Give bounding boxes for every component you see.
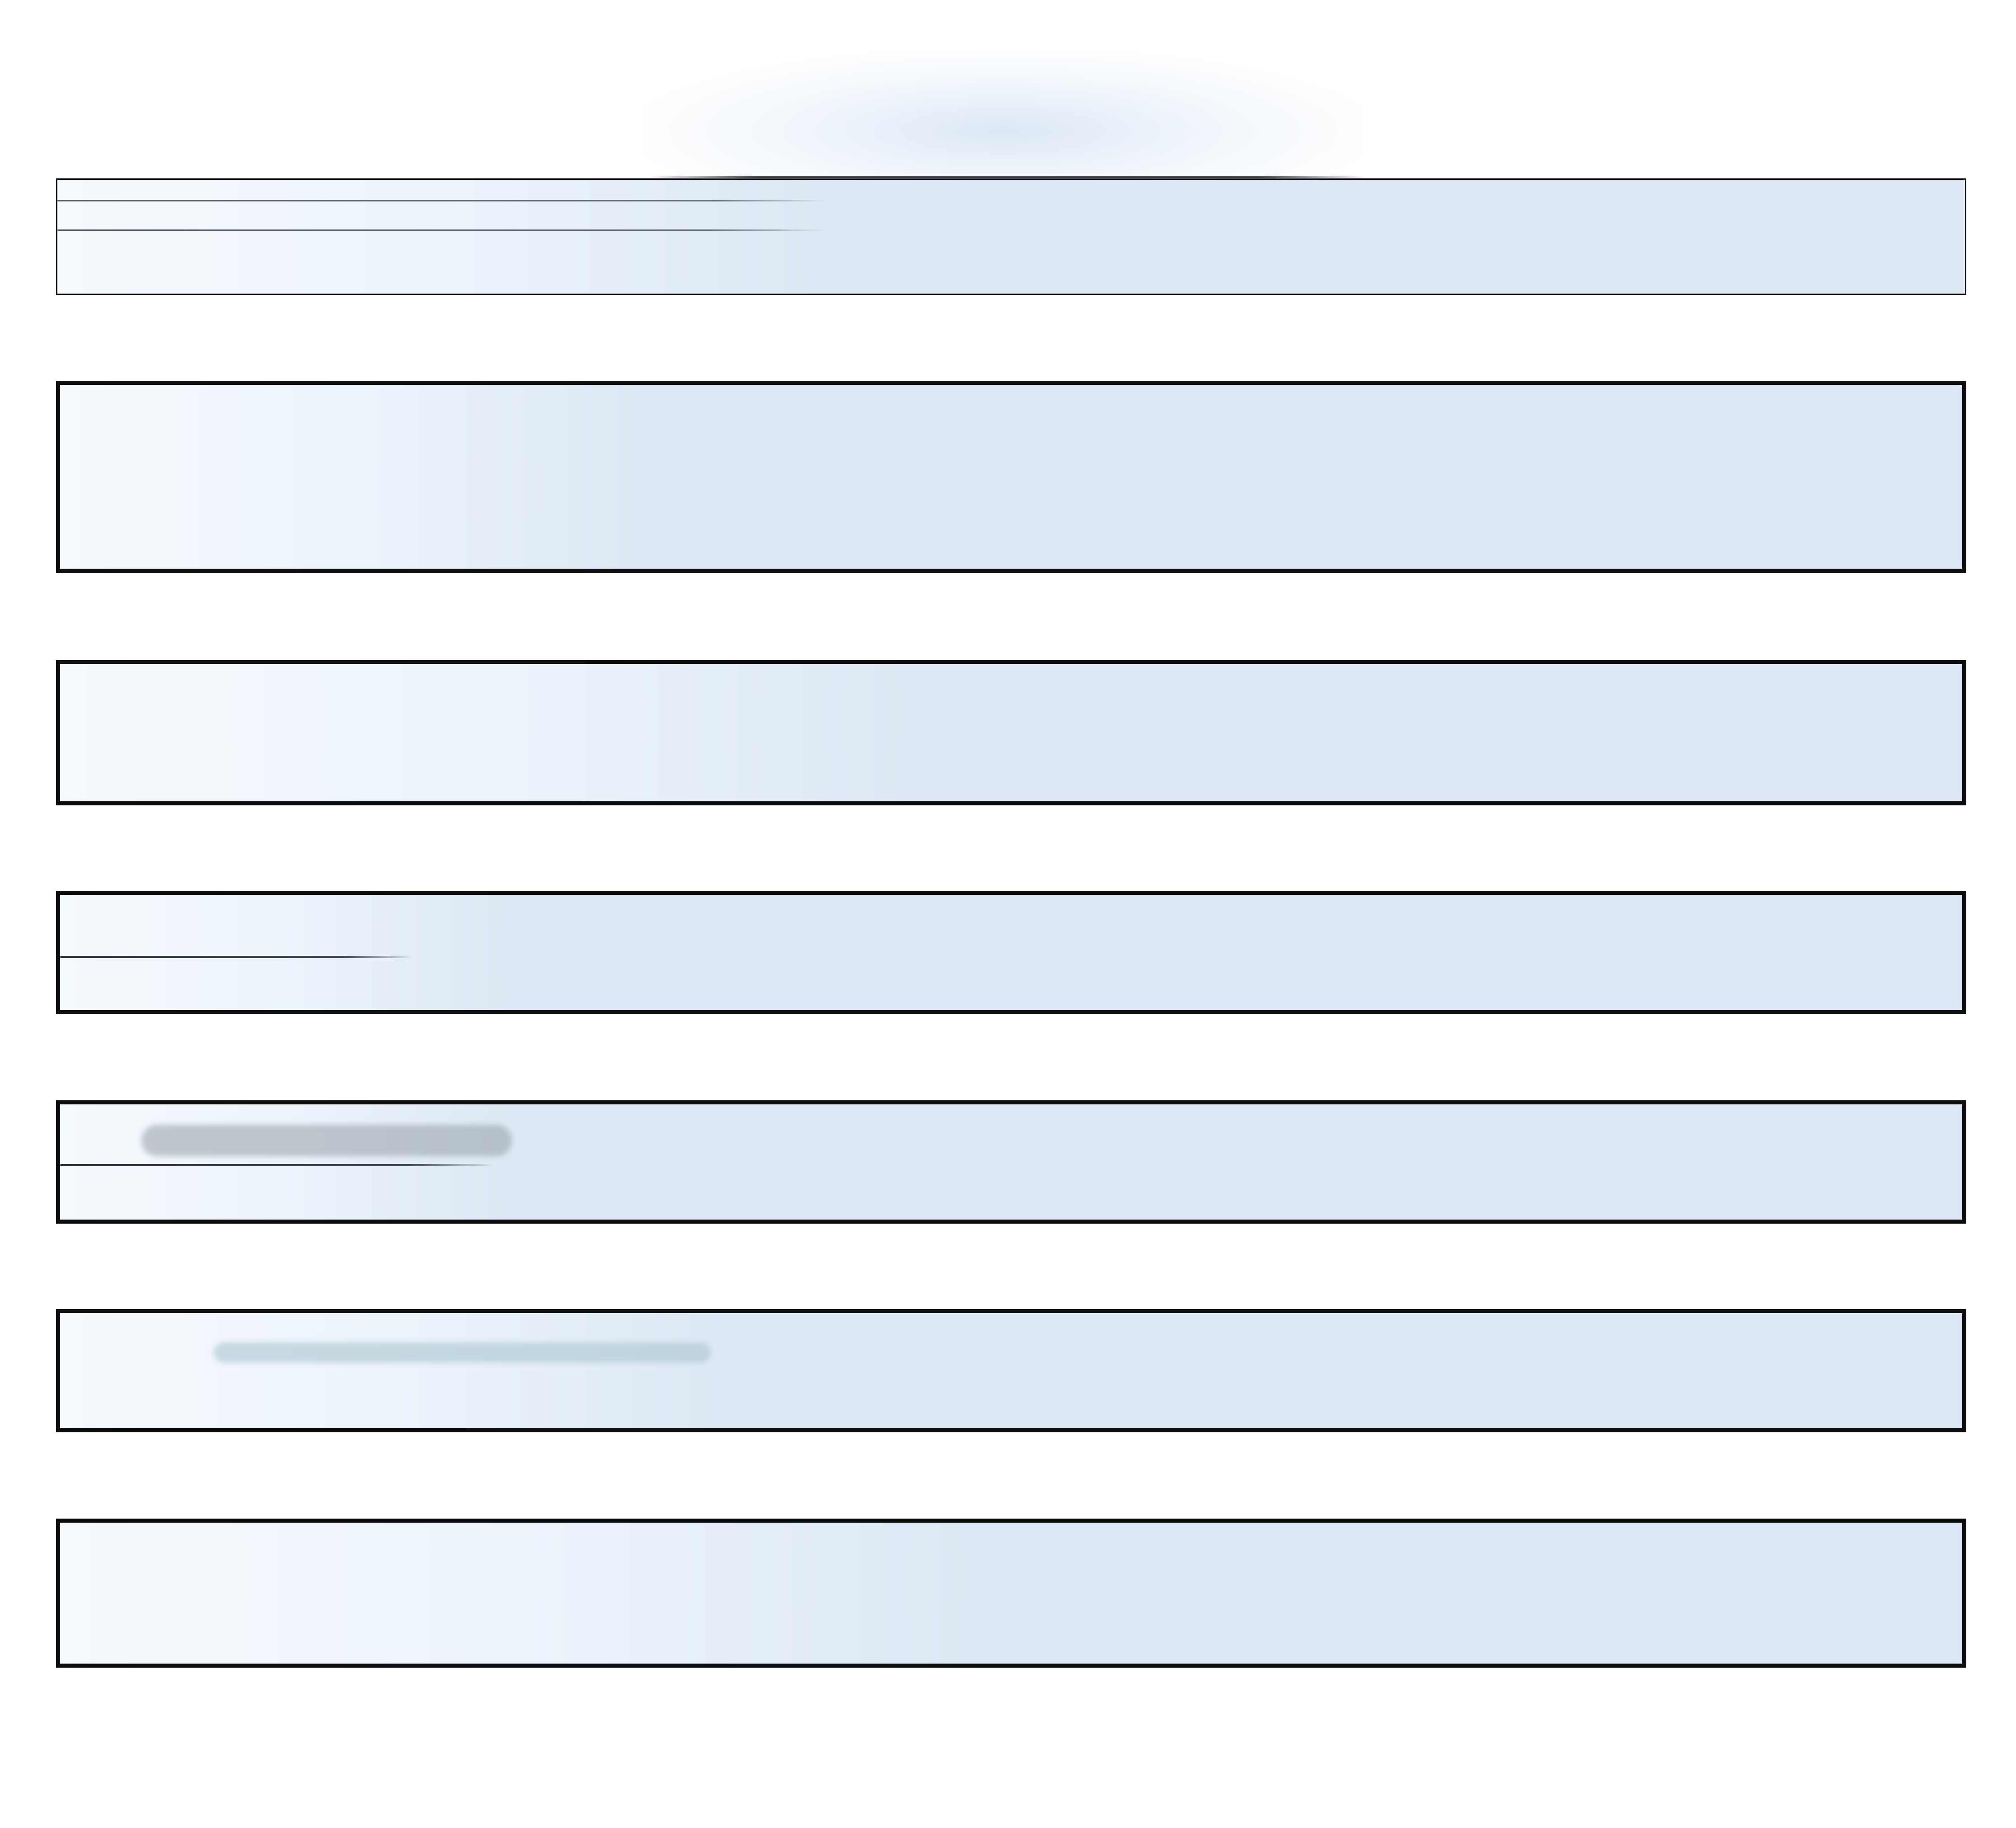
bar-1-highlight bbox=[57, 180, 825, 294]
bar-6-smudge bbox=[214, 1342, 711, 1363]
bar-4-stroke bbox=[60, 956, 413, 958]
bar-2-highlight bbox=[60, 385, 647, 569]
bar-1-line-lower bbox=[57, 229, 825, 231]
bar-5-highlight bbox=[60, 1104, 512, 1220]
input-bar-2[interactable] bbox=[56, 381, 1966, 573]
input-bar-4[interactable] bbox=[56, 891, 1966, 1014]
bar-1-line-upper bbox=[57, 200, 825, 201]
input-bar-7[interactable] bbox=[56, 1519, 1966, 1668]
background-glow bbox=[642, 50, 1364, 185]
bar-6-highlight bbox=[60, 1313, 724, 1428]
input-bar-6[interactable] bbox=[56, 1309, 1966, 1432]
bar-3-highlight bbox=[60, 664, 919, 801]
bar-7-highlight bbox=[60, 1523, 986, 1664]
input-bar-1[interactable] bbox=[56, 178, 1966, 295]
bar-5-smudge bbox=[141, 1125, 512, 1156]
input-bar-5[interactable] bbox=[56, 1100, 1966, 1224]
top-edge-line bbox=[651, 176, 1364, 178]
bar-5-stroke bbox=[60, 1164, 494, 1166]
input-bar-3[interactable] bbox=[56, 660, 1966, 805]
bar-4-highlight bbox=[60, 895, 512, 1010]
